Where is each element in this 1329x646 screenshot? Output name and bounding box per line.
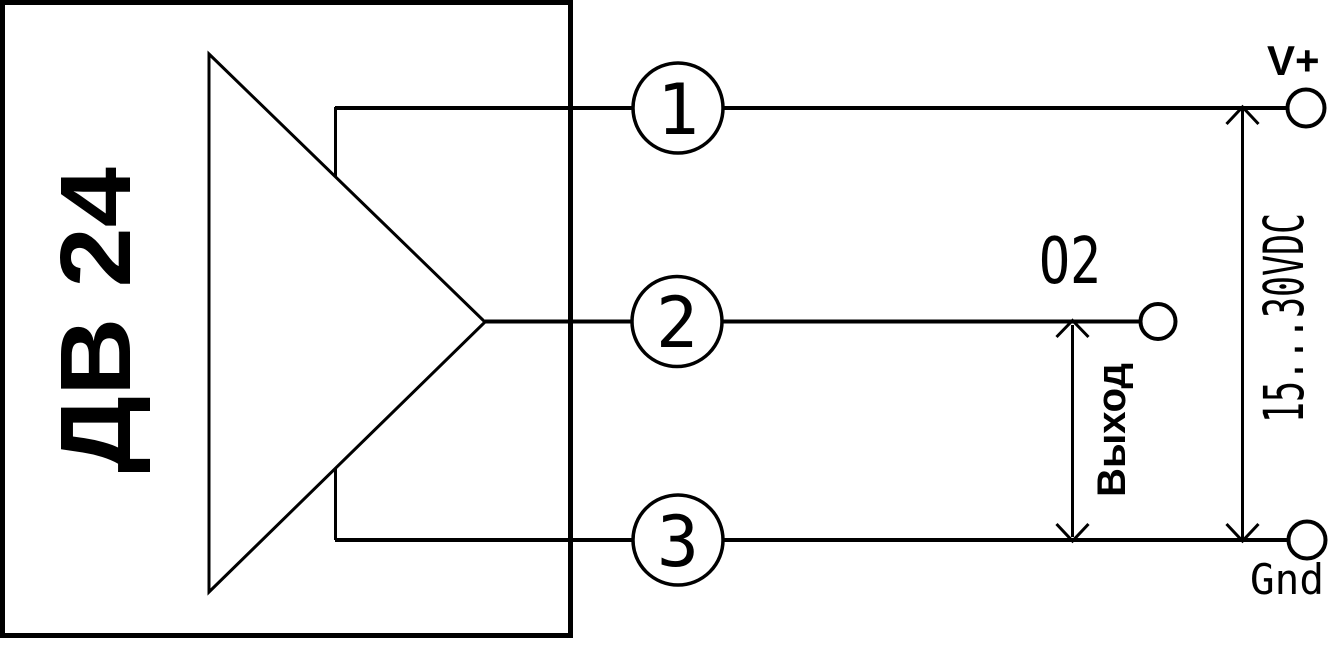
pin-number-1: 1 bbox=[657, 69, 699, 151]
pin-1: 1 bbox=[631, 61, 725, 155]
arrowhead-up-icon bbox=[1225, 104, 1260, 126]
pin-2: 2 bbox=[630, 274, 724, 369]
supply-dimension-arrow bbox=[1225, 104, 1260, 544]
supply-range-label: 15...30VDC bbox=[1252, 213, 1316, 423]
pin-circle-1 bbox=[631, 61, 725, 155]
pin-circle-3 bbox=[631, 493, 725, 587]
terminal-output bbox=[1138, 302, 1178, 341]
arrowhead-down-icon bbox=[1055, 522, 1090, 544]
sensor-triangle-symbol bbox=[207, 50, 488, 596]
device-name-label: ДВ 24 bbox=[40, 167, 152, 473]
arrowhead-down-icon bbox=[1225, 522, 1260, 544]
pin-number-2: 2 bbox=[656, 282, 698, 364]
pin-circle-2 bbox=[630, 274, 724, 369]
vplus-label: V+ bbox=[1267, 37, 1320, 84]
pin-number-3: 3 bbox=[657, 501, 699, 583]
output-designation-label: O2 bbox=[1039, 225, 1101, 299]
output-label: Выход bbox=[1090, 363, 1134, 497]
arrowhead-up-icon bbox=[1055, 318, 1090, 339]
pin-3: 3 bbox=[631, 493, 725, 587]
terminal-vplus bbox=[1285, 87, 1327, 129]
gnd-label: Gnd bbox=[1250, 555, 1324, 604]
terminal-gnd bbox=[1286, 519, 1328, 561]
output-dimension-arrow bbox=[1055, 318, 1090, 544]
